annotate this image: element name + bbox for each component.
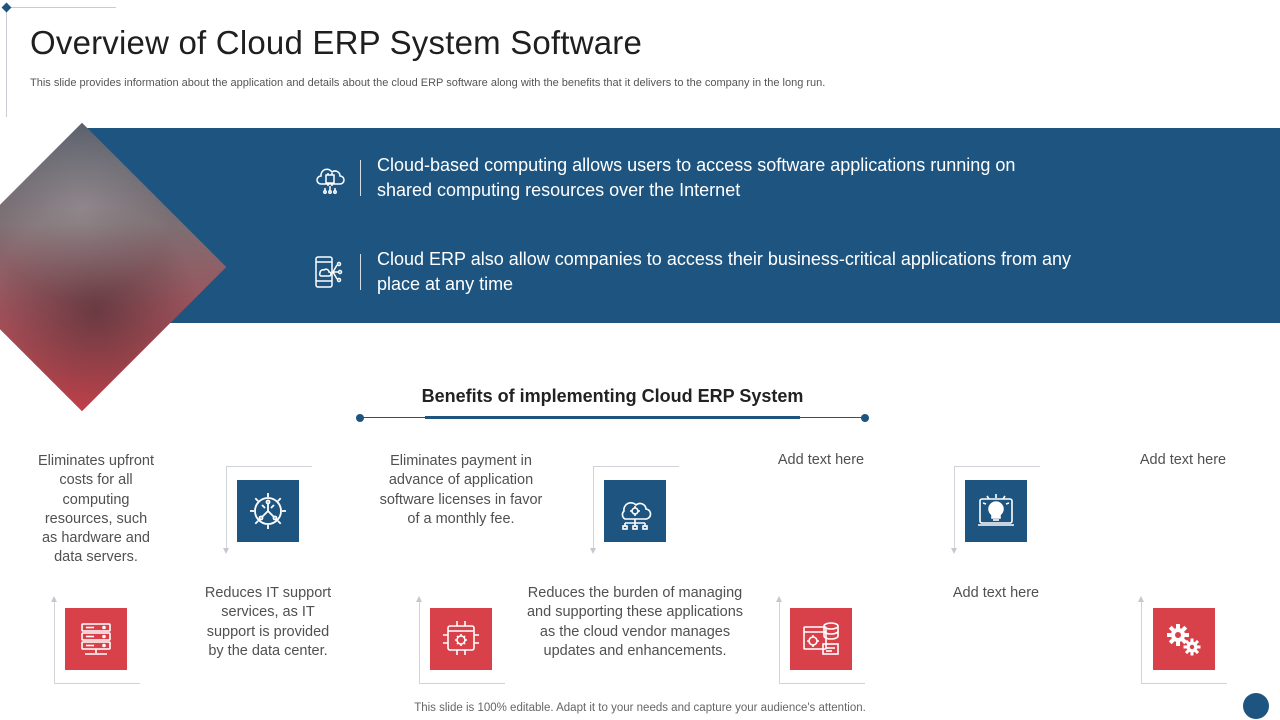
benefit-text: Add text here	[952, 585, 1040, 601]
corner-line	[6, 7, 7, 117]
benefit-text: Eliminates upfront costs for all computi…	[37, 453, 155, 566]
info-band	[80, 128, 1280, 323]
server-rack-icon	[65, 608, 127, 670]
connector-arrow	[51, 596, 57, 602]
connector-arrow	[951, 548, 957, 554]
benefit-text: Reduces the burden of managing and suppo…	[526, 585, 744, 659]
info-row: Cloud ERP also allow companies to access…	[310, 247, 1117, 297]
connector-bracket	[419, 598, 505, 684]
corner-marker	[1, 2, 12, 13]
connector-bracket	[1141, 598, 1227, 684]
photo-diamond	[0, 122, 227, 412]
connector-arrow	[416, 596, 422, 602]
heading-underline-accent	[425, 416, 800, 419]
info-row: Cloud-based computing allows users to ac…	[310, 153, 1057, 203]
cloud-network-icon	[604, 480, 666, 542]
connector-bracket	[954, 466, 1040, 552]
benefit-text: Eliminates payment in advance of applica…	[379, 453, 543, 527]
benefit-text: Add text here	[1139, 452, 1227, 468]
connector-bracket	[54, 598, 140, 684]
benefit-text: Add text here	[777, 452, 865, 468]
benefit-text: Reduces IT support services, as IT suppo…	[204, 585, 332, 659]
divider	[360, 254, 361, 290]
browser-gear-icon	[430, 608, 492, 670]
mobile-cloud-icon	[310, 252, 350, 292]
connector-arrow	[1138, 596, 1144, 602]
page-indicator	[1243, 693, 1269, 719]
slide-title: Overview of Cloud ERP System Software	[30, 24, 643, 61]
connector-bracket	[593, 466, 679, 552]
connector-arrow	[776, 596, 782, 602]
connector-bracket	[226, 466, 312, 552]
slide-subtitle: This slide provides information about th…	[30, 77, 826, 89]
connector-arrow	[223, 548, 229, 554]
info-text: Cloud-based computing allows users to ac…	[377, 155, 1016, 200]
info-text: Cloud ERP also allow companies to access…	[377, 249, 1071, 294]
lightbulb-icon	[965, 480, 1027, 542]
connector-bracket	[779, 598, 865, 684]
cloud-chip-icon	[310, 158, 350, 198]
divider	[360, 160, 361, 196]
benefits-heading: Benefits of implementing Cloud ERP Syste…	[421, 386, 804, 406]
underline-dot	[861, 414, 869, 422]
gears-icon	[1153, 608, 1215, 670]
database-settings-icon	[790, 608, 852, 670]
underline-dot	[356, 414, 364, 422]
connector-arrow	[590, 548, 596, 554]
circuit-gear-icon	[237, 480, 299, 542]
footer-note: This slide is 100% editable. Adapt it to…	[414, 702, 866, 714]
corner-line	[6, 7, 116, 8]
